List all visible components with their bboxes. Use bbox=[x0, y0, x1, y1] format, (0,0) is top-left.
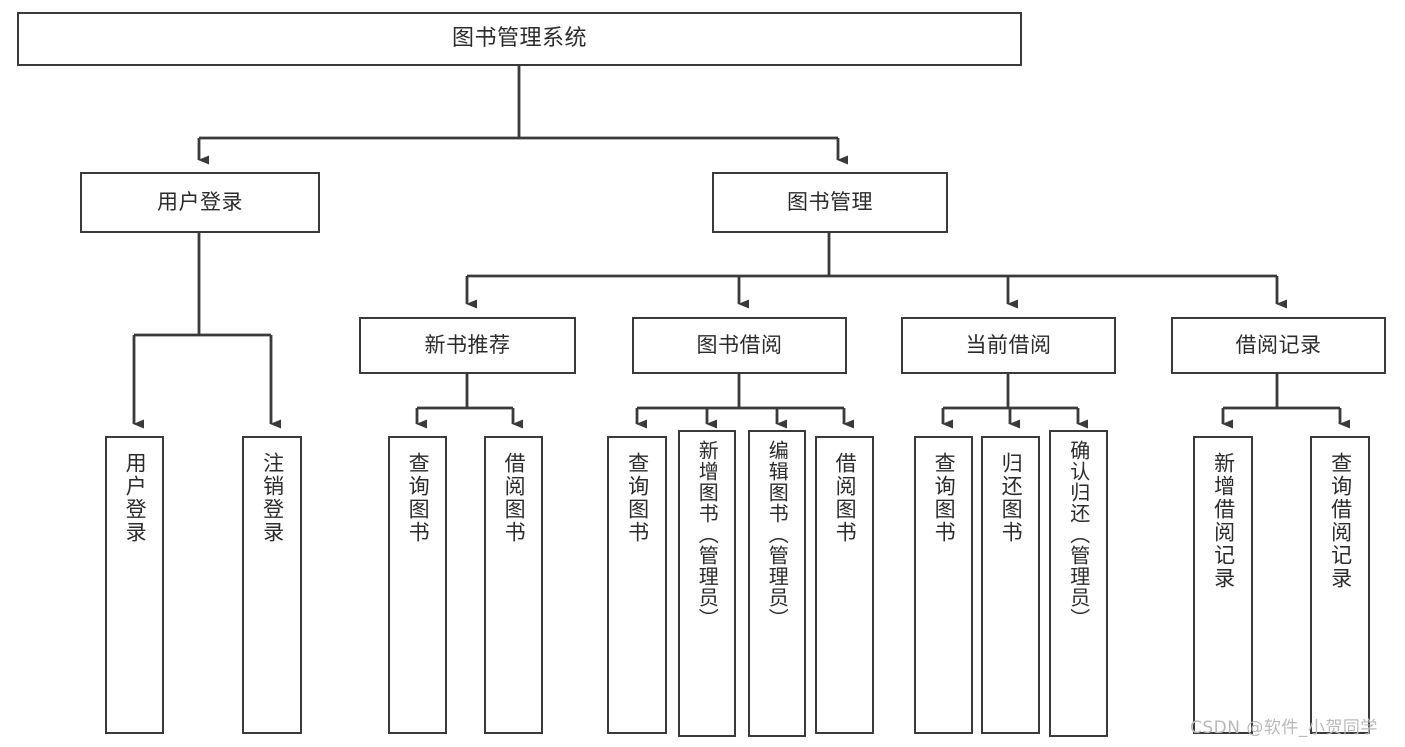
node-label: 图书借阅 bbox=[696, 332, 783, 357]
node-label: 编辑图书（管理员） bbox=[765, 440, 790, 629]
node-label: 查询借阅记录 bbox=[1328, 452, 1353, 590]
leaf-borrow-book-borrow[interactable]: 借阅图书 bbox=[815, 436, 874, 734]
node-label: 借阅图书 bbox=[833, 452, 858, 544]
node-label: 归还图书 bbox=[999, 452, 1024, 544]
leaf-query-book-current[interactable]: 查询图书 bbox=[914, 436, 973, 734]
node-label: 当前借阅 bbox=[965, 332, 1052, 357]
node-label: 用户登录 bbox=[157, 189, 243, 214]
node-label: 确认归还（管理员） bbox=[1066, 440, 1091, 629]
node-root-system[interactable]: 图书管理系统 bbox=[17, 12, 1022, 66]
node-label: 借阅图书 bbox=[502, 452, 527, 544]
node-label: 借阅记录 bbox=[1235, 332, 1322, 357]
leaf-query-borrow-record[interactable]: 查询借阅记录 bbox=[1310, 436, 1370, 734]
node-label: 查询图书 bbox=[406, 452, 431, 544]
leaf-user-login[interactable]: 用户登录 bbox=[105, 436, 164, 734]
node-book-borrow[interactable]: 图书借阅 bbox=[632, 317, 847, 374]
leaf-add-borrow-record[interactable]: 新增借阅记录 bbox=[1193, 436, 1253, 734]
node-user-login[interactable]: 用户登录 bbox=[80, 172, 320, 233]
node-book-management[interactable]: 图书管理 bbox=[712, 172, 948, 233]
node-label: 图书管理系统 bbox=[451, 25, 587, 51]
node-label: 注销登录 bbox=[260, 452, 285, 544]
node-label: 新增借阅记录 bbox=[1211, 452, 1236, 590]
leaf-logout-login[interactable]: 注销登录 bbox=[242, 436, 302, 734]
leaf-edit-book-admin[interactable]: 编辑图书（管理员） bbox=[748, 430, 806, 737]
watermark: CSDN @软件_小贺同学 bbox=[1190, 718, 1378, 738]
node-label: 查询图书 bbox=[625, 452, 650, 544]
node-label: 查询图书 bbox=[932, 452, 957, 544]
leaf-query-book-recommend[interactable]: 查询图书 bbox=[388, 436, 447, 734]
node-label: 新增图书（管理员） bbox=[695, 440, 720, 629]
leaf-query-book-borrow[interactable]: 查询图书 bbox=[607, 436, 667, 734]
node-new-book-recommend[interactable]: 新书推荐 bbox=[359, 317, 576, 374]
leaf-return-book[interactable]: 归还图书 bbox=[981, 436, 1040, 734]
node-current-borrow[interactable]: 当前借阅 bbox=[901, 317, 1116, 374]
node-borrow-record[interactable]: 借阅记录 bbox=[1171, 317, 1386, 374]
node-label: 图书管理 bbox=[787, 189, 873, 214]
leaf-confirm-return-admin[interactable]: 确认归还（管理员） bbox=[1049, 430, 1108, 737]
leaf-add-book-admin[interactable]: 新增图书（管理员） bbox=[678, 430, 736, 737]
node-label: 用户登录 bbox=[123, 452, 148, 544]
node-label: 新书推荐 bbox=[424, 332, 511, 357]
leaf-borrow-book-recommend[interactable]: 借阅图书 bbox=[484, 436, 543, 734]
